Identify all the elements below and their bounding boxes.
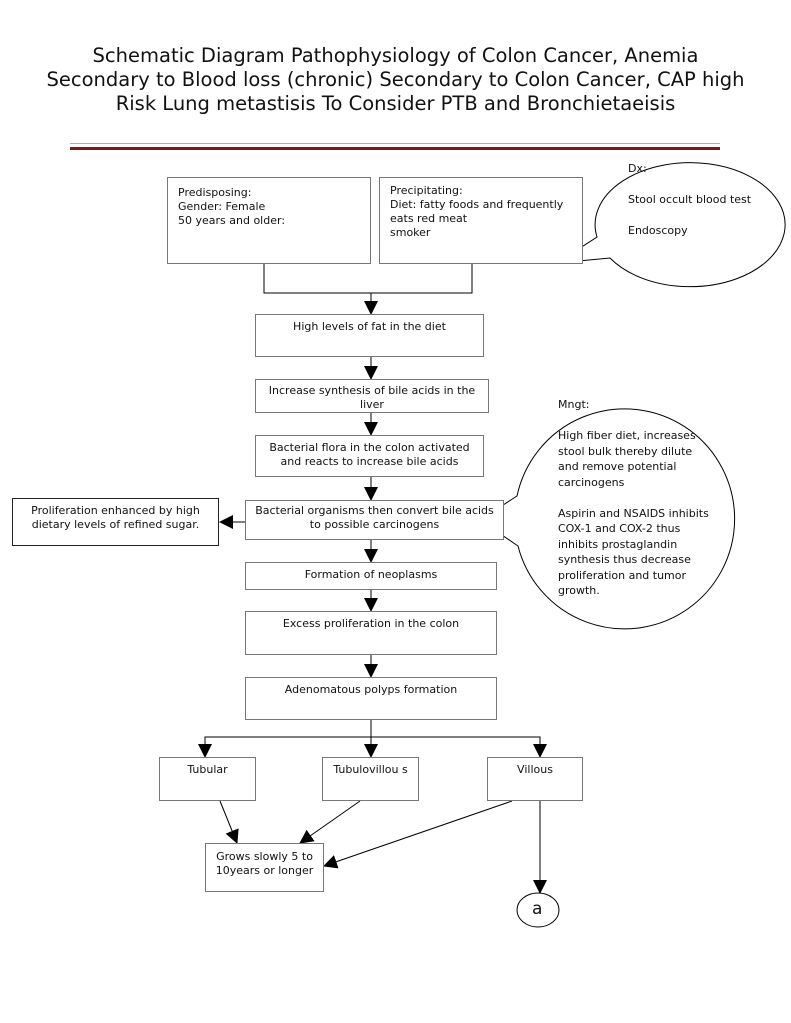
neoplasms-box: Formation of neoplasms: [245, 562, 497, 590]
tubulovillous-box: Tubulovillou s: [322, 757, 419, 801]
bracket-line: [263, 264, 473, 294]
arrow: [299, 800, 361, 844]
tubular-box: Tubular: [159, 757, 256, 801]
title-rule-thick: [70, 147, 720, 150]
grows-slowly-box: Grows slowly 5 to 10years or longer: [205, 843, 324, 892]
dx-callout-text: Dx: Stool occult blood test Endoscopy: [628, 162, 752, 237]
bacterial-flora-box: Bacterial flora in the colon activated a…: [255, 435, 484, 477]
dx-callout-shape: [556, 162, 786, 288]
branch-line: [204, 736, 547, 758]
villous-box: Villous: [487, 757, 583, 801]
polyps-box: Adenomatous polyps formation: [245, 677, 497, 720]
excess-proliferation-box: Excess proliferation in the colon: [245, 611, 497, 655]
high-fat-box: High levels of fat in the diet: [255, 314, 484, 357]
precipitating-box: Precipitating: Diet: fatty foods and fre…: [379, 177, 583, 264]
mngt-callout-text: Mngt: High fiber diet, increases stool b…: [558, 398, 709, 597]
connector-label: a: [532, 899, 543, 919]
bile-synthesis-box: Increase synthesis of bile acids in the …: [255, 379, 489, 413]
title-rule-thin: [70, 143, 720, 144]
connector-circle: [516, 892, 560, 928]
arrow: [219, 800, 239, 844]
arrow: [323, 800, 513, 869]
diagram-title: Schematic Diagram Pathophysiology of Col…: [46, 44, 745, 115]
mngt-callout-shape: [479, 408, 736, 630]
predisposing-box: Predisposing: Gender: Female 50 years an…: [167, 177, 371, 264]
refined-sugar-box: Proliferation enhanced by high dietary l…: [12, 498, 219, 546]
bacterial-convert-box: Bacterial organisms then convert bile ac…: [245, 500, 504, 540]
